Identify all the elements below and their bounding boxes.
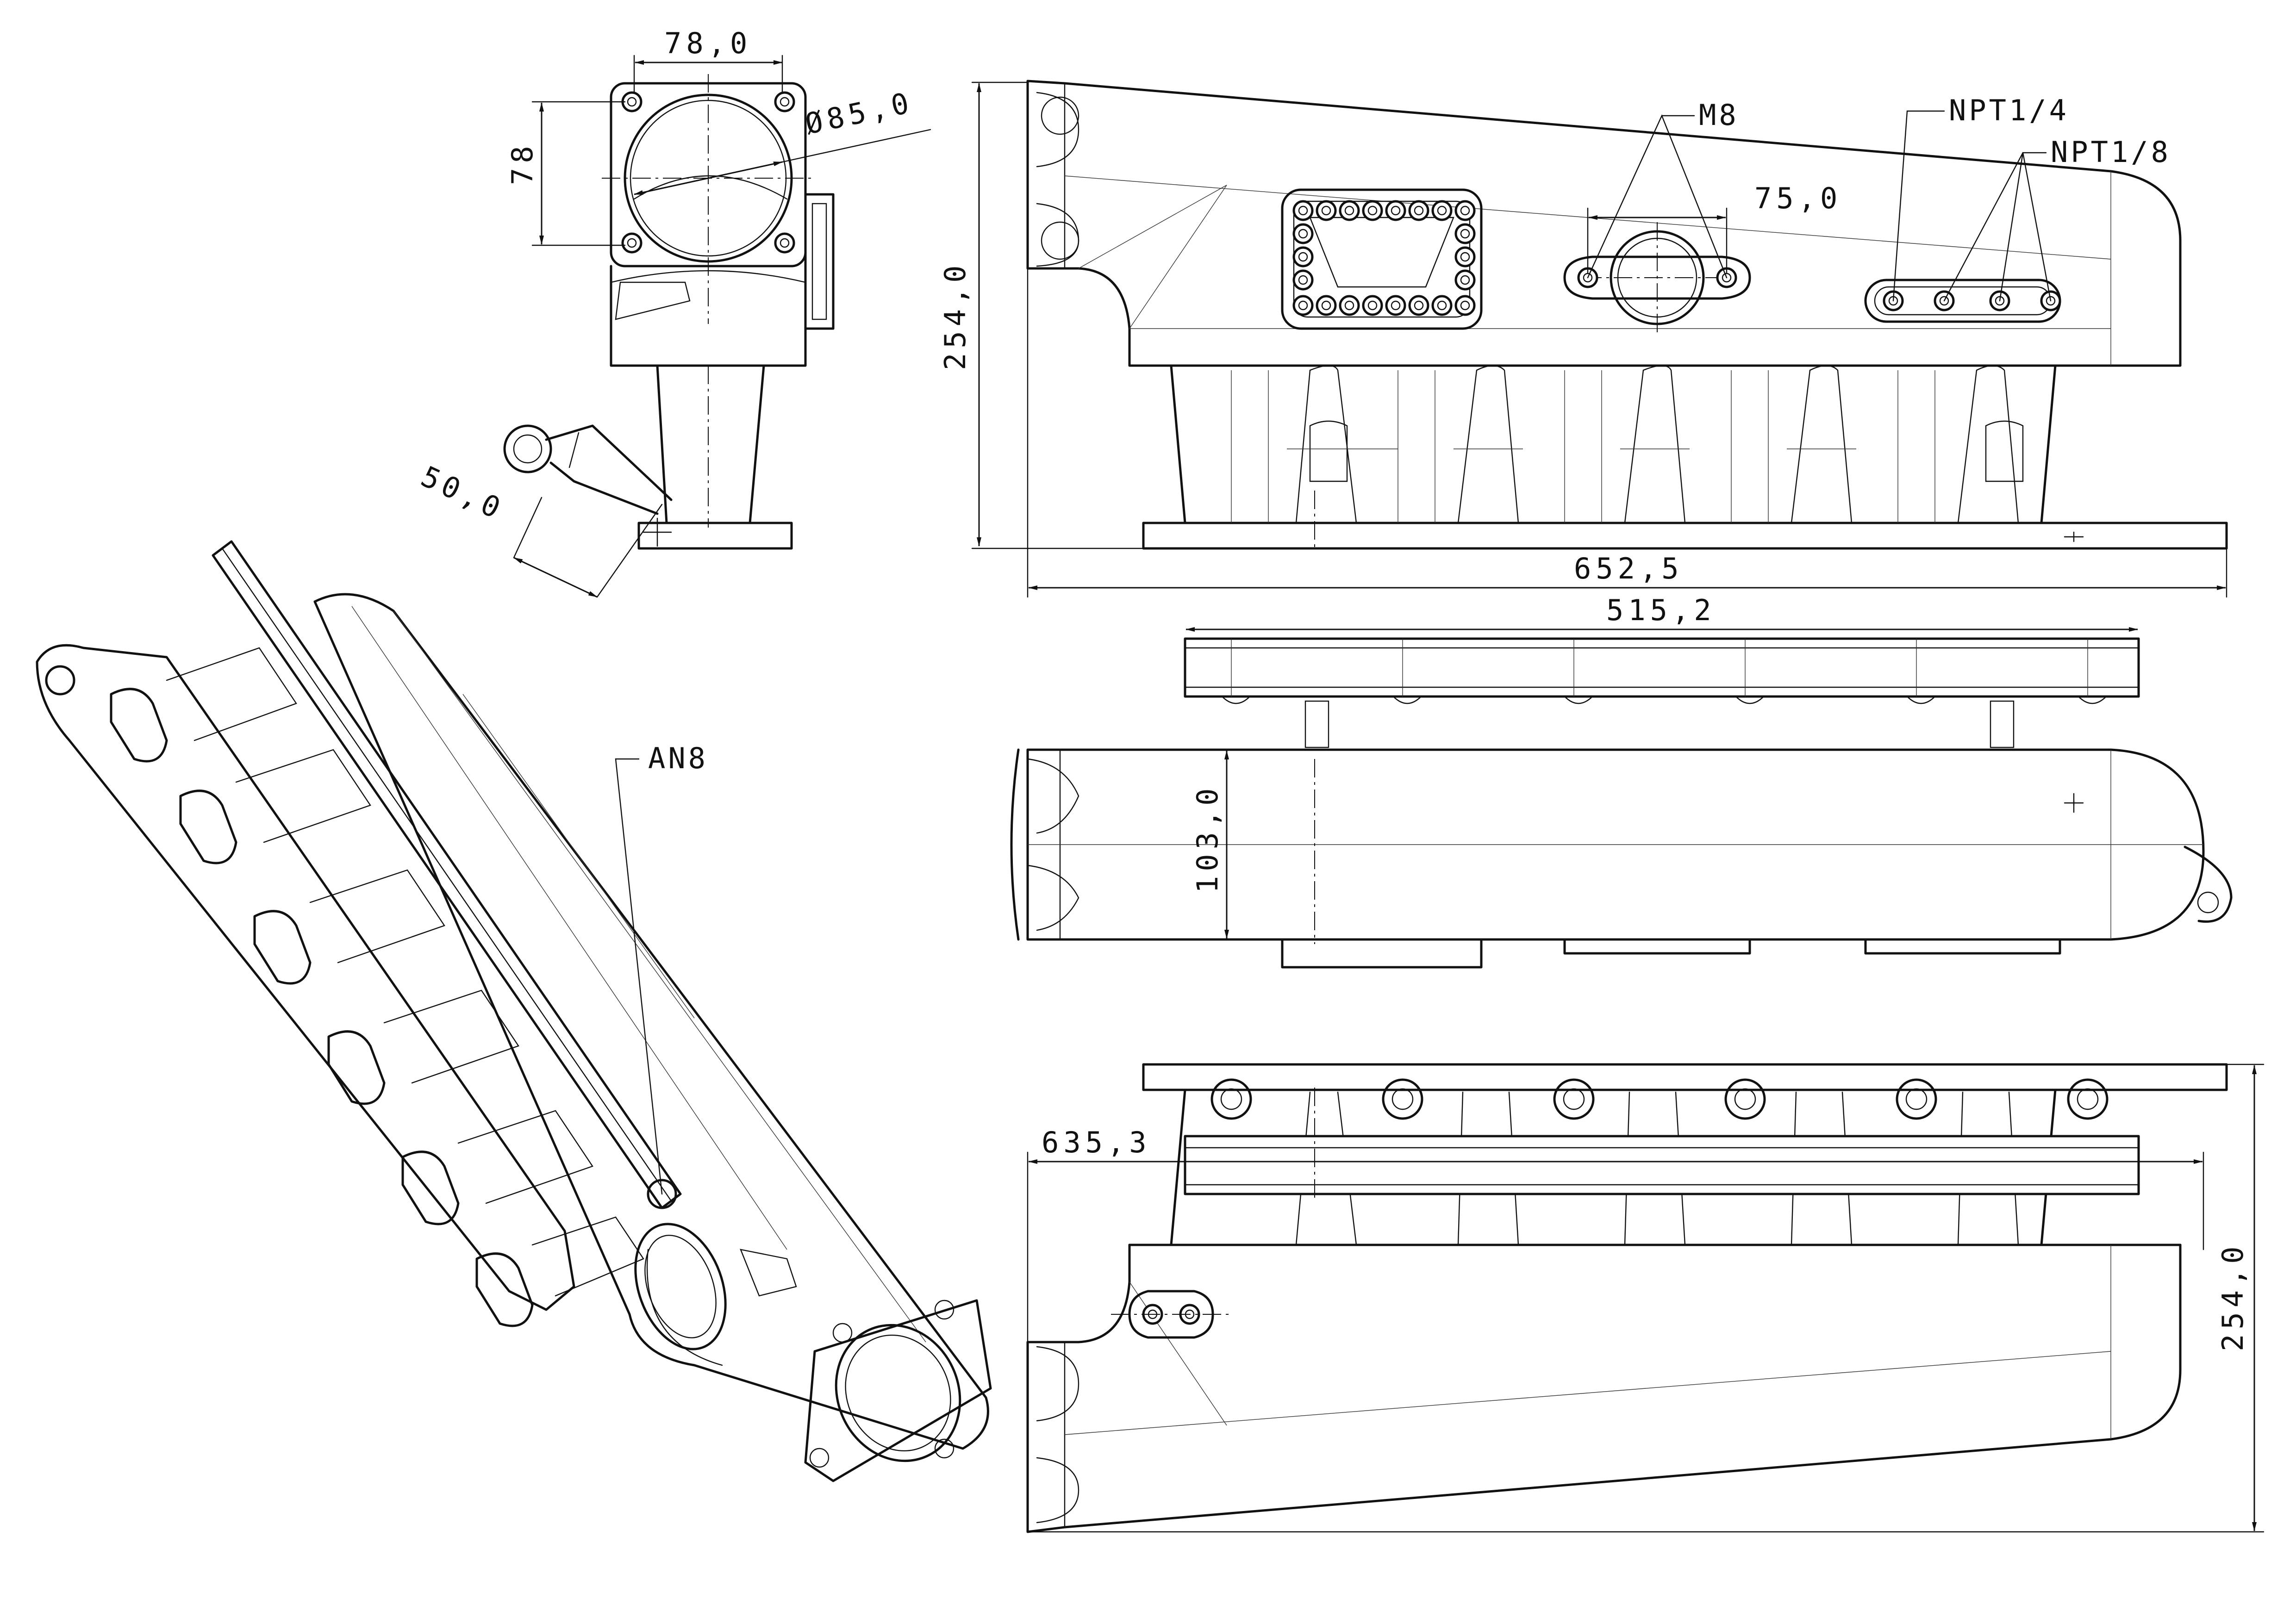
bottom-view-dimensions: 635,3 254,0 xyxy=(1027,1063,2265,1533)
dim-rail-length: 515,2 xyxy=(1606,593,1716,627)
side-view xyxy=(1026,80,2228,551)
callout-fitting: AN8 xyxy=(648,741,708,775)
dim-bottom-height: 254,0 xyxy=(2216,1242,2250,1351)
isometric-view xyxy=(36,540,992,1482)
dim-throttle-bore: Ø85,0 xyxy=(802,85,917,141)
top-view xyxy=(1010,637,2233,969)
port-bosses xyxy=(1210,1078,2109,1120)
bottom-view xyxy=(1026,1063,2228,1533)
dim-side-height: 254,0 xyxy=(938,261,972,370)
throttle-dimensions: 78,0 78 Ø85,0 50,0 xyxy=(416,26,931,598)
fitting-callout: AN8 xyxy=(615,741,708,1195)
iso-runners xyxy=(166,647,644,1297)
dim-bottom-length: 635,3 xyxy=(1042,1126,1151,1159)
side-view-dimensions: 254,0 652,5 75,0 M8 NPT1/4 NPT1/8 xyxy=(938,81,2227,598)
dim-throttle-width: 78,0 xyxy=(664,26,752,60)
dim-throttle-height: 78 xyxy=(505,141,539,185)
top-view-dimensions: 515,2 103,0 xyxy=(1185,593,2138,939)
callout-port-small: NPT1/8 xyxy=(2051,135,2171,169)
flange-bolt-holes xyxy=(1294,201,1474,315)
dim-inlet-offset: 50,0 xyxy=(416,459,510,527)
throttle-end-view xyxy=(503,74,835,550)
dim-overall-length: 652,5 xyxy=(1574,552,1684,585)
iso-intake-ports xyxy=(110,688,534,1327)
dim-flange-spacing: 75,0 xyxy=(1754,181,1842,215)
dim-plenum-height: 103,0 xyxy=(1191,784,1224,893)
callout-port-large: NPT1/4 xyxy=(1949,93,2069,127)
callout-bolt-thread: M8 xyxy=(1699,98,1739,132)
